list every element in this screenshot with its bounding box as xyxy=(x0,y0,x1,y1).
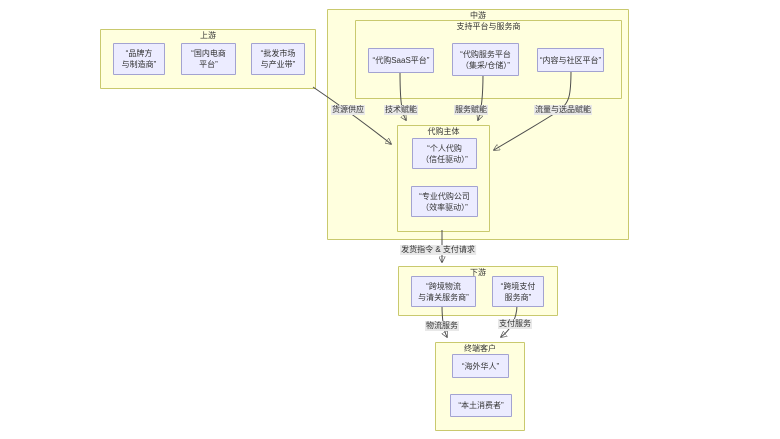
group-support-platforms-title: 支持平台与服务商 xyxy=(456,22,521,31)
node-crossborder-logistics: “跨境物流 与清关服务商” xyxy=(411,276,476,307)
node-daigou-service-platform: “代购服务平台 （集采/仓储）” xyxy=(452,43,519,76)
node-domestic-ecommerce-label: “国内电商 平台” xyxy=(191,49,226,69)
node-wholesale-markets-label: “批发市场 与产业带” xyxy=(260,49,296,69)
edge-label-goods-supply: 货源供应 xyxy=(331,105,365,115)
node-personal-daigou-label: “个人代购 （信任驱动）” xyxy=(421,143,468,164)
node-local-consumers: “本土消费者” xyxy=(450,394,512,417)
group-upstream-title: 上游 xyxy=(200,31,216,40)
node-overseas-chinese: “海外华人” xyxy=(452,354,509,378)
node-overseas-chinese-label: “海外华人” xyxy=(461,361,500,371)
edge-label-shipping-payment: 发货指令 & 支付请求 xyxy=(400,245,476,255)
node-daigou-service-platform-label: “代购服务平台 （集采/仓储）” xyxy=(460,49,511,70)
node-crossborder-payment-label: “跨境支付 服务商” xyxy=(500,281,536,302)
edge-label-traffic-selection: 流量与选品赋能 xyxy=(534,105,592,115)
edge-service-enablement xyxy=(478,73,484,120)
node-brands-manufacturers: “品牌方 与制造商” xyxy=(113,43,165,75)
group-daigou-entities-title: 代购主体 xyxy=(427,127,460,136)
node-wholesale-markets: “批发市场 与产业带” xyxy=(251,43,305,75)
edge-label-logistics-service: 物流服务 xyxy=(425,321,459,331)
node-local-consumers-label: “本土消费者” xyxy=(458,401,504,410)
node-content-community: “内容与社区平台” xyxy=(537,48,604,72)
group-end-customers-title: 终端客户 xyxy=(464,344,496,353)
node-daigou-saas: “代购SaaS平台” xyxy=(368,48,434,73)
edge-tech-enablement xyxy=(399,70,406,120)
node-domestic-ecommerce: “国内电商 平台” xyxy=(181,43,236,75)
group-midstream-title: 中游 xyxy=(470,11,486,20)
node-brands-manufacturers-label: “品牌方 与制造商” xyxy=(121,49,157,69)
node-crossborder-logistics-label: “跨境物流 与清关服务商” xyxy=(418,281,469,302)
edge-label-service-enablement: 服务赋能 xyxy=(454,105,488,115)
group-downstream-title: 下游 xyxy=(470,268,486,277)
edge-label-payment-service: 支付服务 xyxy=(498,319,532,329)
node-crossborder-payment: “跨境支付 服务商” xyxy=(492,276,544,307)
node-professional-daigou: “专业代购公司 （效率驱动）” xyxy=(411,186,478,217)
node-professional-daigou-label: “专业代购公司 （效率驱动）” xyxy=(419,191,470,212)
edge-label-tech-enablement: 技术赋能 xyxy=(384,105,418,115)
edge-goods-supply xyxy=(312,86,391,144)
node-content-community-label: “内容与社区平台” xyxy=(539,55,602,65)
node-daigou-saas-label: “代购SaaS平台” xyxy=(372,56,430,65)
node-personal-daigou: “个人代购 （信任驱动）” xyxy=(412,138,477,169)
